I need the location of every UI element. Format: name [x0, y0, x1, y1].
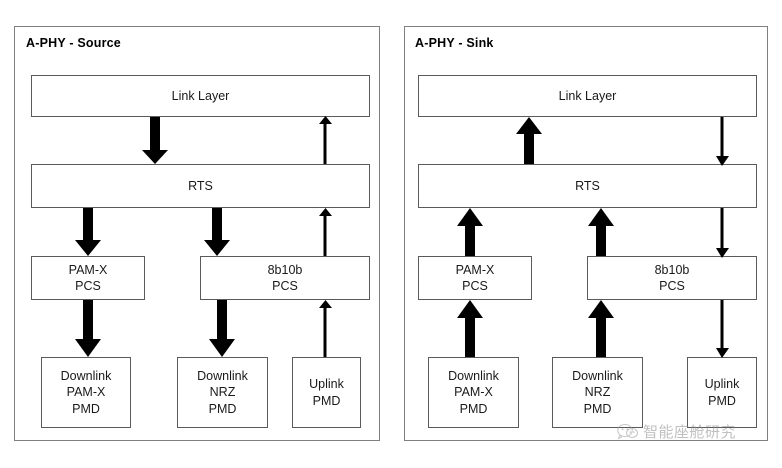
- sink-dl-nrz-pmd-line2: NRZ: [584, 385, 611, 400]
- source-dl-pamx-pmd-line3: PMD: [72, 401, 100, 416]
- source-8b10b-pcs-line1: 8b10b: [267, 262, 303, 277]
- sink-link-layer-label: Link Layer: [558, 88, 617, 103]
- source-rts-label: RTS: [188, 178, 213, 193]
- sink-dl-pamx-pmd-line2: PAM-X: [454, 385, 493, 400]
- source-dl-nrz-pmd-line2: NRZ: [209, 385, 236, 400]
- sink-dl-nrz-pmd-line1: Downlink: [572, 368, 623, 383]
- source-pamx-pcs-box: PAM-X PCS: [31, 256, 145, 300]
- source-link-layer-box: Link Layer: [31, 75, 370, 117]
- source-8b10b-pcs-line2: PCS: [272, 279, 298, 293]
- sink-dl-pamx-pmd-line3: PMD: [459, 401, 488, 416]
- sink-rts-box: RTS: [418, 164, 757, 208]
- source-uplink-pmd-line2: PMD: [312, 393, 341, 408]
- sink-uplink-pmd-line2: PMD: [708, 393, 736, 408]
- sink-downlink-nrz-pmd-box: Downlink NRZ PMD: [552, 357, 643, 428]
- wechat-logo-icon: [617, 423, 638, 440]
- source-uplink-pmd-line1: Uplink: [309, 377, 344, 391]
- source-dl-pamx-pmd-line1: Downlink: [60, 368, 112, 383]
- sink-link-layer-box: Link Layer: [418, 75, 757, 117]
- watermark: 智能座舱研究: [617, 421, 736, 442]
- sink-8b10b-pcs-line2: PCS: [659, 279, 685, 293]
- watermark-text: 智能座舱研究: [643, 423, 737, 441]
- source-dl-pamx-pmd-line2: PAM-X: [66, 385, 106, 400]
- source-downlink-pamx-pmd-box: Downlink PAM-X PMD: [41, 357, 131, 428]
- panel-sink-title: A-PHY - Sink: [415, 36, 494, 50]
- source-uplink-pmd-box: Uplink PMD: [292, 357, 361, 428]
- source-pamx-pcs-line1: PAM-X: [68, 262, 108, 277]
- sink-rts-label: RTS: [575, 178, 600, 193]
- source-pamx-pcs-line2: PCS: [75, 279, 101, 293]
- sink-uplink-pmd-box: Uplink PMD: [687, 357, 757, 428]
- sink-dl-pamx-pmd-line1: Downlink: [448, 368, 499, 383]
- sink-8b10b-pcs-line1: 8b10b: [654, 262, 690, 277]
- source-rts-box: RTS: [31, 164, 370, 208]
- sink-dl-nrz-pmd-line3: PMD: [583, 401, 612, 416]
- sink-downlink-pamx-pmd-box: Downlink PAM-X PMD: [428, 357, 519, 428]
- source-8b10b-pcs-box: 8b10b PCS: [200, 256, 370, 300]
- sink-pamx-pcs-line2: PCS: [462, 279, 488, 293]
- sink-pamx-pcs-line1: PAM-X: [455, 262, 495, 277]
- panel-source-title: A-PHY - Source: [26, 36, 121, 50]
- sink-8b10b-pcs-box: 8b10b PCS: [587, 256, 757, 300]
- sink-pamx-pcs-box: PAM-X PCS: [418, 256, 532, 300]
- source-dl-nrz-pmd-line1: Downlink: [197, 368, 248, 383]
- source-link-layer-label: Link Layer: [171, 88, 230, 103]
- sink-uplink-pmd-line1: Uplink: [704, 377, 740, 391]
- source-downlink-nrz-pmd-box: Downlink NRZ PMD: [177, 357, 268, 428]
- source-dl-nrz-pmd-line3: PMD: [208, 401, 237, 416]
